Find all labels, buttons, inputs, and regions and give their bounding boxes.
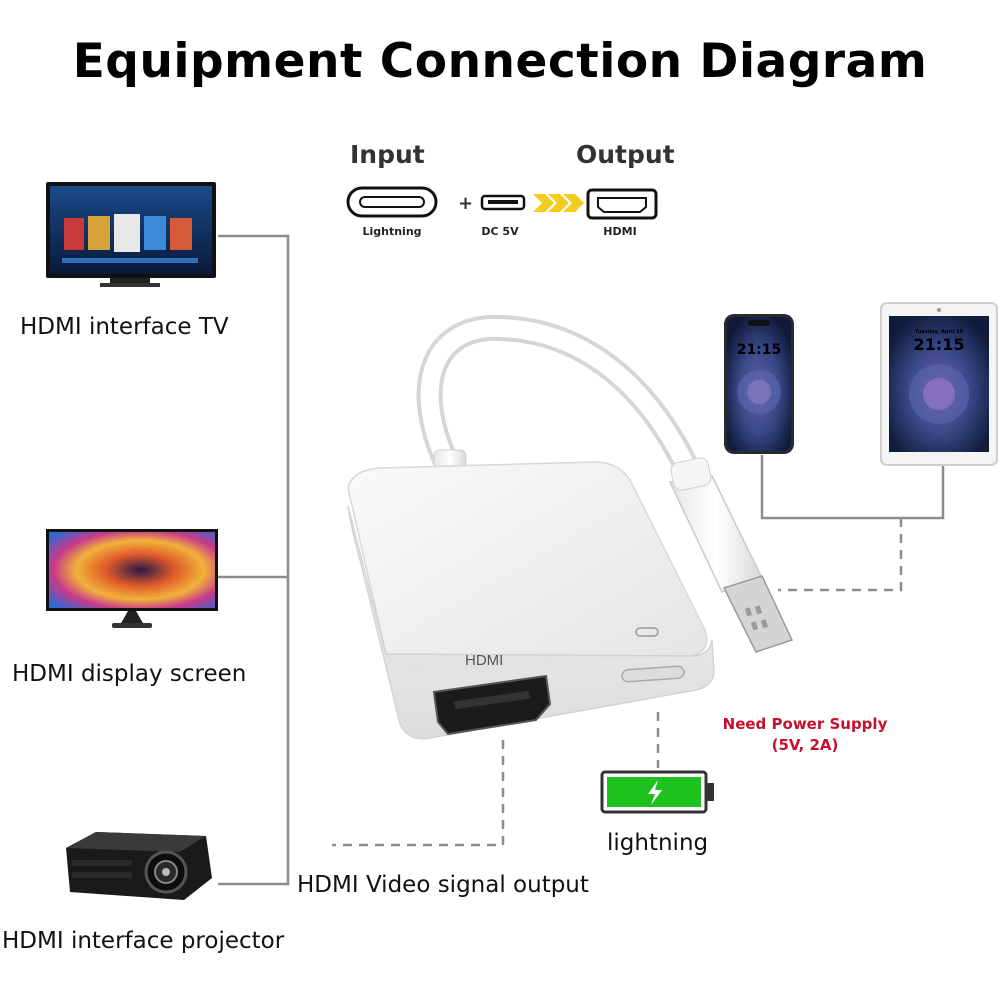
power-supply-line2: (5V, 2A) [771,736,839,754]
adapter-hdmi-label: HDMI [465,652,504,669]
projector-label: HDMI interface projector [2,928,285,954]
dc-port-label: DC 5V [481,225,519,238]
lightning-port-icon [346,186,438,218]
lightning-dashed-line [778,518,903,592]
ipad-time: 21:15 [914,335,965,354]
hdmi-signal-output-label: HDMI Video signal output [297,872,589,898]
arrow-chevrons-icon [533,194,584,212]
input-heading: Input [350,140,425,169]
output-heading: Output [576,140,675,169]
tv-label: HDMI interface TV [20,314,229,340]
left-bus-line [218,234,290,886]
display-screen-image [46,529,218,628]
iphone-image: 21:15 [724,314,794,454]
dc-port-icon [480,194,526,211]
power-supply-line1: Need Power Supply [722,715,888,733]
hdmi-output-dashed-line [332,740,505,847]
hdmi-port-icon [586,188,658,220]
tv-image [46,182,216,287]
ipad-date: Tuesday, April 16 [915,329,964,335]
diagram-title: Equipment Connection Diagram [72,34,928,89]
projector-image [66,832,212,900]
iphone-time: 21:15 [737,342,782,358]
hdmi-adapter-image [347,314,794,740]
apple-devices-bus-line [760,455,945,520]
display-screen-label: HDMI display screen [12,661,247,687]
hdmi-port-label: HDMI [603,225,637,238]
port-legend-icons: + [346,186,658,220]
battery-label: lightning [607,830,709,856]
lightning-port-label: Lightning [362,225,422,238]
power-supply-note: Need Power Supply (5V, 2A) [700,714,910,756]
battery-icon [600,770,714,814]
charging-bolt-icon [648,780,662,805]
plus-sign: + [458,193,473,214]
ipad-image: Tuesday, April 16 21:15 [880,302,998,466]
